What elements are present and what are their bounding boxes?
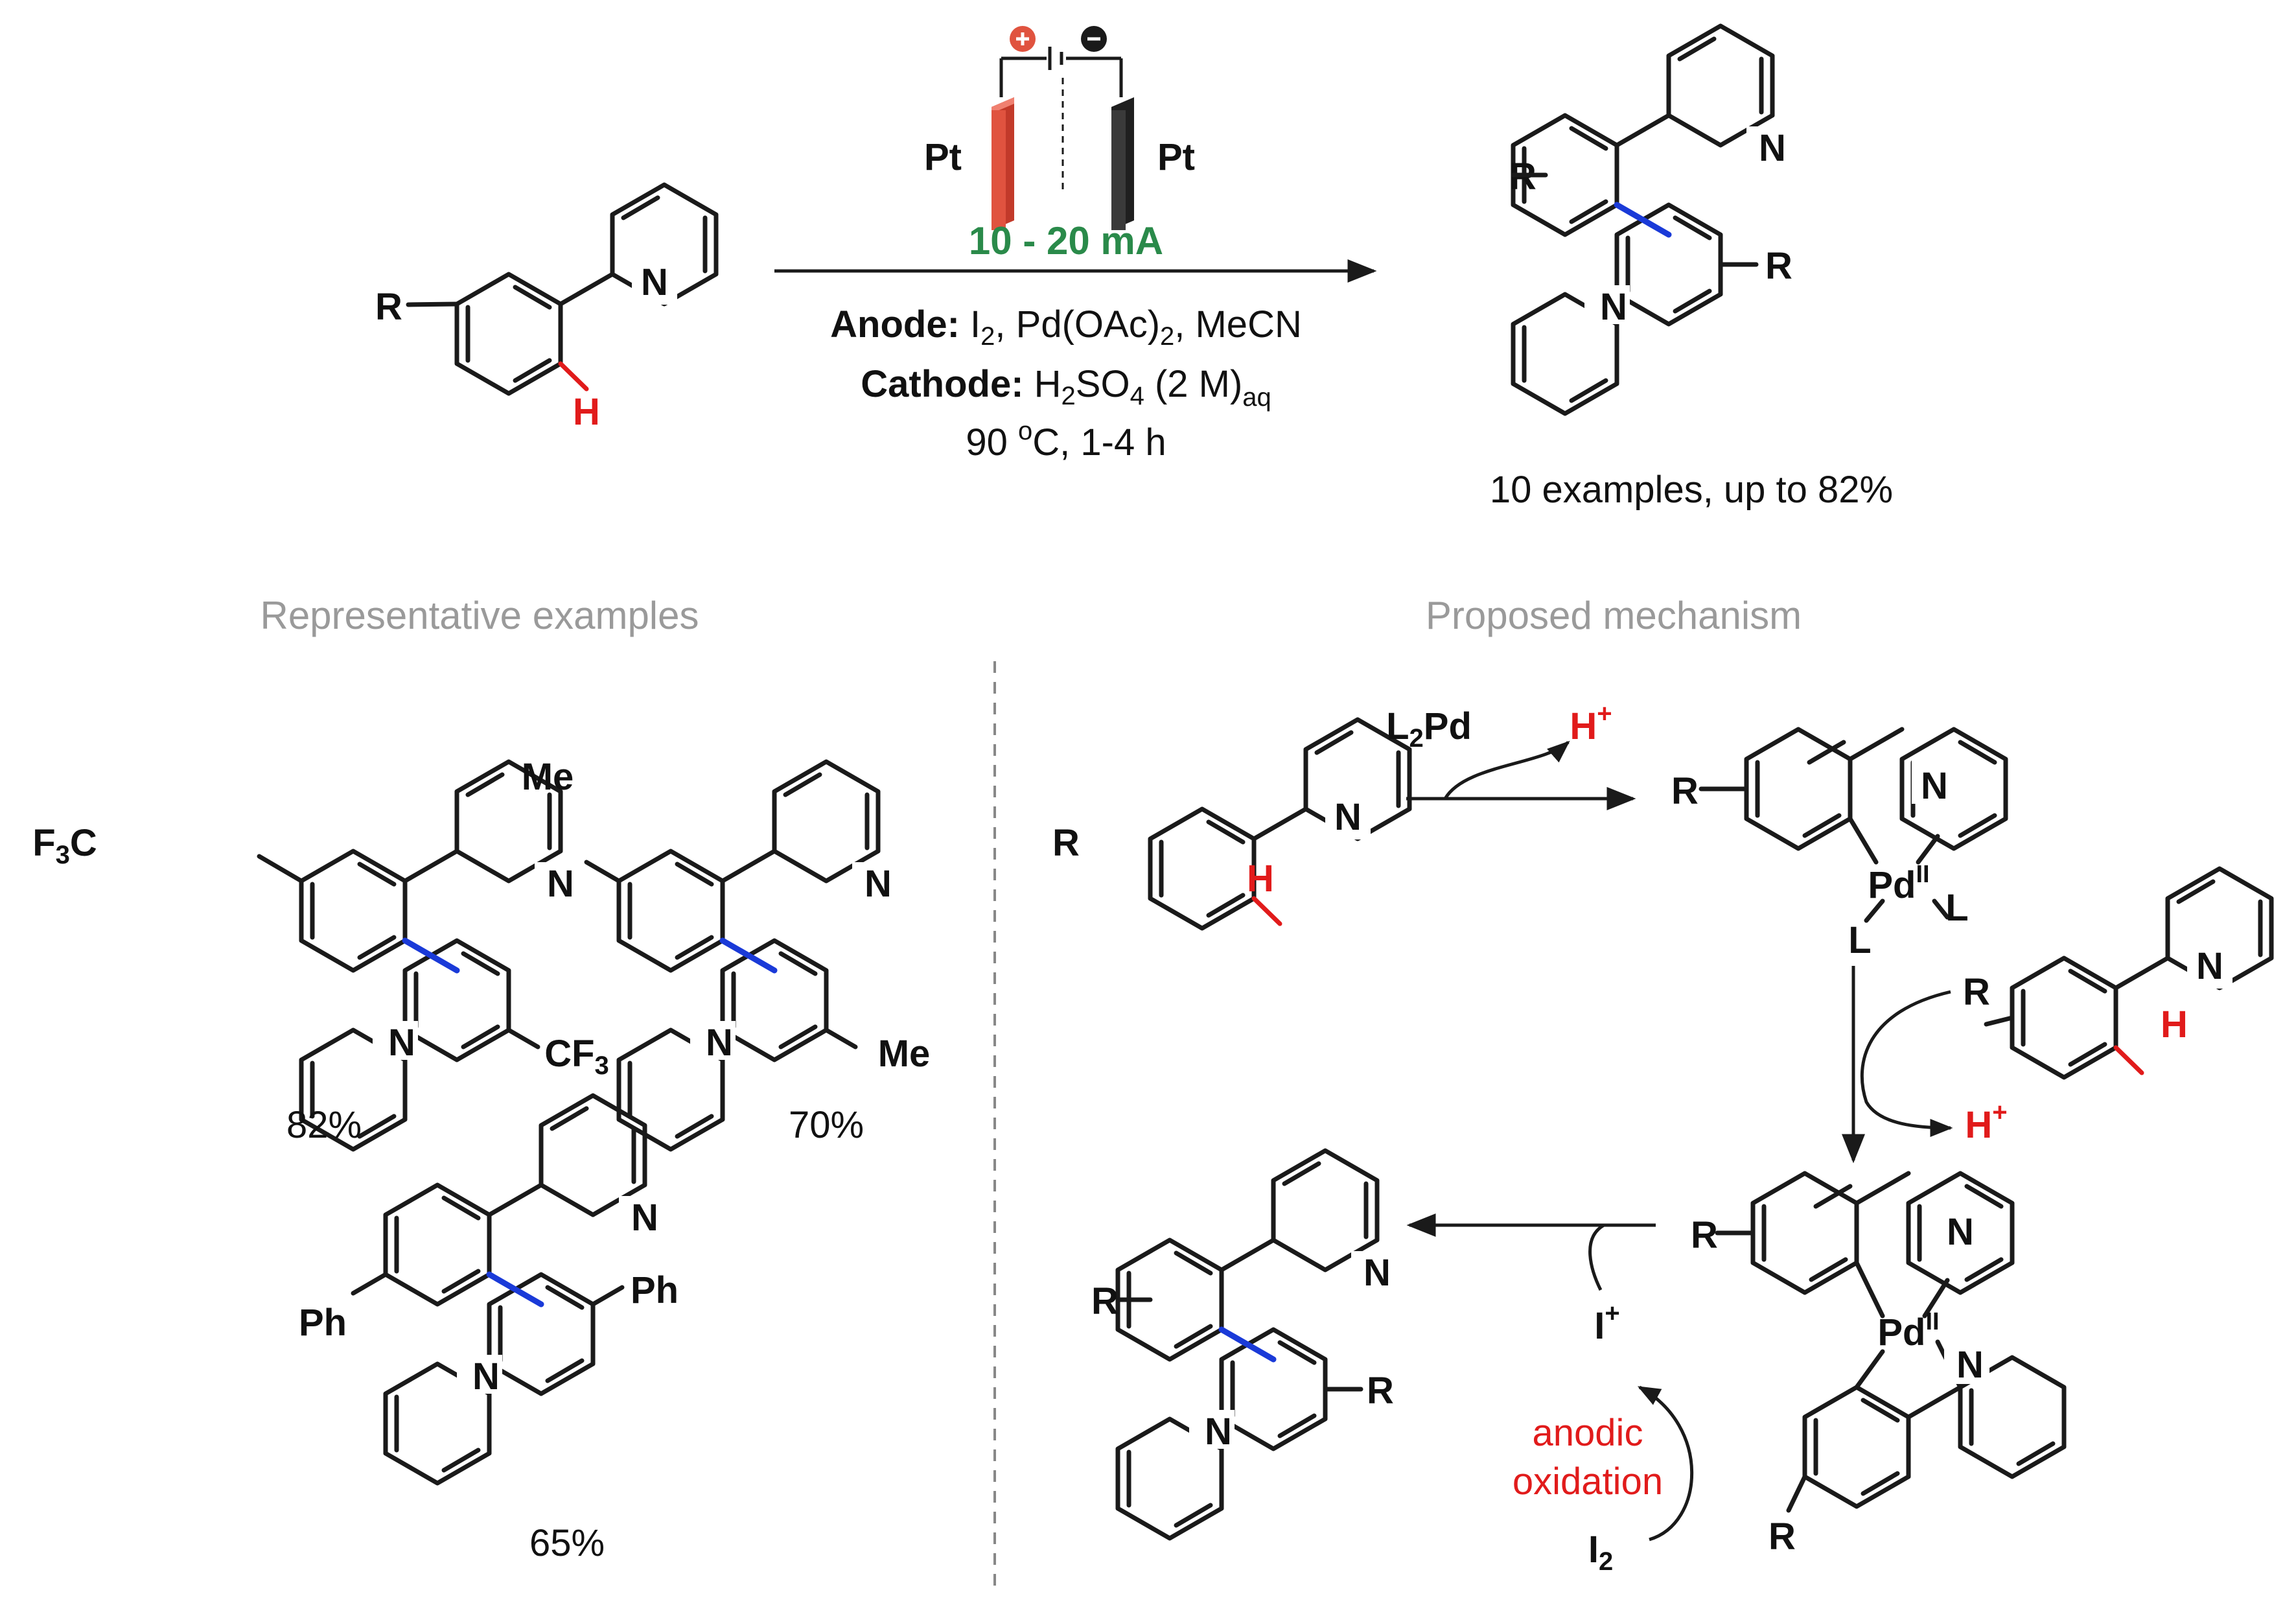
step2-curved-arrow <box>1860 990 1953 1137</box>
mech-prod-r1: R <box>1091 1280 1119 1322</box>
int1-r: R <box>1671 770 1699 812</box>
sm-h-label: H <box>573 391 600 433</box>
mech-sub-r: R <box>1052 822 1080 864</box>
product-n2: N <box>1600 286 1627 328</box>
ex1-n2: N <box>388 1022 415 1064</box>
example-me <box>584 759 898 1152</box>
ex2-me-top: Me <box>522 756 574 798</box>
mech-substrate <box>1148 717 1412 931</box>
ex2-me-bottom: Me <box>878 1033 931 1075</box>
i2-label: I2 <box>1588 1529 1613 1576</box>
yield-ph: 65% <box>529 1522 605 1564</box>
ex3-ph-right: Ph <box>631 1269 678 1311</box>
int2-r1: R <box>1691 1214 1718 1256</box>
pd-intermediate-2 <box>1715 1171 2067 1513</box>
oxidation-curved-arrow <box>1637 1385 1694 1542</box>
int1-l1: L <box>1848 919 1871 961</box>
ex2-n2: N <box>706 1022 733 1064</box>
iplus-label: I+ <box>1594 1299 1619 1347</box>
example-cf3 <box>257 759 580 1152</box>
anode-conditions: Anode: I2, Pd(OAc)2, MeCN <box>830 303 1302 351</box>
h-plus-1: H+ <box>1570 699 1612 747</box>
mech-prod-n1: N <box>1363 1252 1391 1294</box>
ex1-f3c: F3C <box>32 822 97 869</box>
product-top <box>1511 23 1775 416</box>
yield-cf3: 82% <box>286 1104 362 1146</box>
cathode-conditions: Cathode: H2SO4 (2 M)aq <box>861 363 1271 412</box>
mech-prod-n2: N <box>1205 1411 1232 1453</box>
int1-l2: L <box>1945 887 1968 929</box>
h-plus-2: H+ <box>1965 1098 2007 1146</box>
int2-n1: N <box>1947 1211 1974 1253</box>
examples-title: Representative examples <box>260 594 699 637</box>
mech-substrate-2 <box>1984 866 2274 1080</box>
int2-r2: R <box>1768 1516 1796 1558</box>
cathode-pt-label: Pt <box>1157 136 1195 178</box>
summary-text: 10 examples, up to 82% <box>1490 469 1893 511</box>
mech-sub-n: N <box>1334 796 1362 838</box>
ex3-n2: N <box>472 1355 500 1398</box>
example-ph <box>351 1093 664 1486</box>
mech-sub2-r: R <box>1963 971 1990 1013</box>
int1-n: N <box>1921 765 1948 807</box>
int1-pd: PdII <box>1868 861 1929 906</box>
mech-prod-r2: R <box>1367 1370 1394 1412</box>
anodic-line1: anodic <box>1533 1412 1643 1454</box>
sm-r-label: R <box>375 286 402 328</box>
temperature-time: 90 oC, 1-4 h <box>966 417 1166 463</box>
mech-sub2-n: N <box>2196 945 2223 987</box>
current-label: 10 - 20 mA <box>969 219 1163 263</box>
mechanism-title: Proposed mechanism <box>1426 594 1802 637</box>
anode-pt-label: Pt <box>924 136 962 178</box>
anodic-line2: oxidation <box>1513 1460 1663 1503</box>
pd-intermediate-1 <box>1699 727 2008 923</box>
new-cc-bond <box>1614 202 1672 238</box>
ex3-n1: N <box>631 1197 658 1239</box>
int2-pd: PdII <box>1877 1308 1939 1354</box>
step1-curved-arrow <box>1443 740 1570 800</box>
l2pd-label: L2Pd <box>1386 705 1472 753</box>
ex3-ph-left: Ph <box>299 1302 347 1344</box>
electrolysis-cell <box>991 26 1134 230</box>
iplus-curved-arrow <box>1588 1223 1605 1291</box>
int2-n2: N <box>1956 1344 1984 1386</box>
mech-product <box>1115 1148 1397 1541</box>
product-n1: N <box>1759 127 1786 169</box>
ex1-n1: N <box>547 863 574 905</box>
yield-me: 70% <box>789 1104 864 1146</box>
sm-n-label: N <box>641 261 668 303</box>
ex1-cf3: CF3 <box>544 1033 609 1080</box>
mech-sub2-h: H <box>2161 1003 2188 1046</box>
ex2-n1: N <box>864 863 892 905</box>
product-r2: R <box>1765 245 1792 287</box>
mech-sub-h: H <box>1247 858 1274 900</box>
